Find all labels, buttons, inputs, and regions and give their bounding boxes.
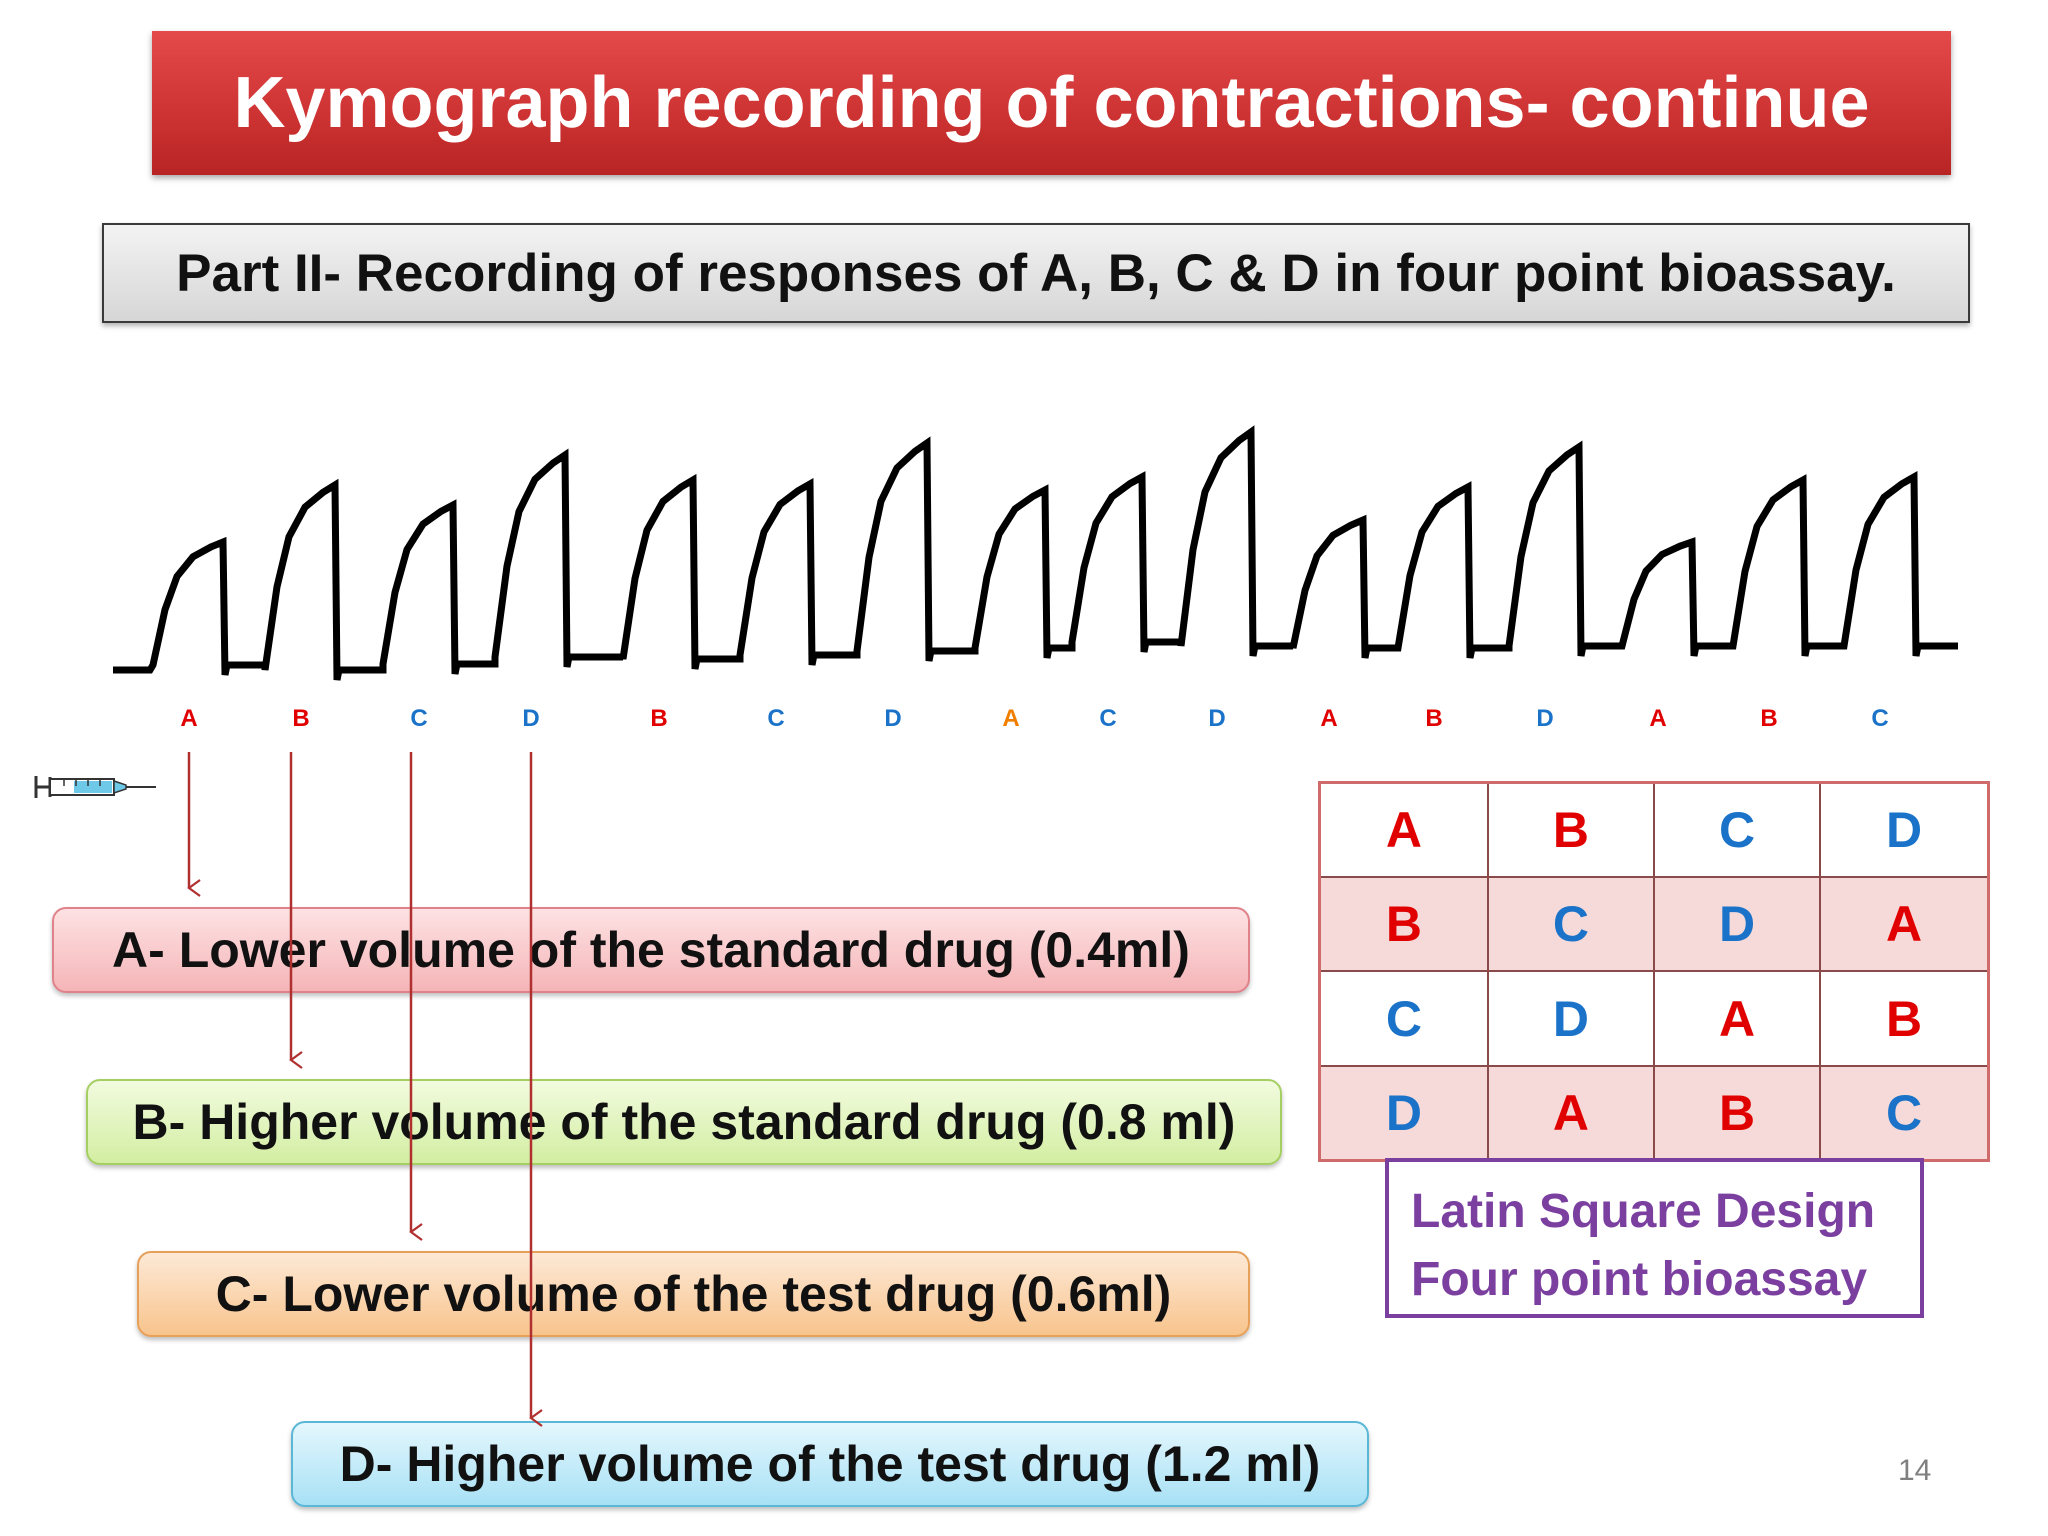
drug-b-box: B- Higher volume of the standard drug (0… bbox=[86, 1079, 1282, 1165]
kymograph-dose-label: D bbox=[1536, 705, 1553, 732]
latin-cell: C bbox=[1318, 970, 1489, 1067]
kymograph-dose-label: B bbox=[1760, 705, 1777, 732]
latin-cell: A bbox=[1819, 876, 1990, 973]
latin-square-legend: Latin Square Design Four point bioassay bbox=[1385, 1158, 1924, 1318]
kymograph-dose-label: B bbox=[650, 705, 667, 732]
kymograph-dose-label: A bbox=[1649, 705, 1666, 732]
kymograph-dose-label: C bbox=[1871, 705, 1888, 732]
latin-cell: C bbox=[1486, 876, 1655, 973]
kymograph-dose-label: D bbox=[522, 705, 539, 732]
syringe-icon bbox=[34, 776, 156, 798]
kymograph-dose-label: A bbox=[1002, 705, 1019, 732]
kymograph-dose-label: C bbox=[767, 705, 784, 732]
latin-cell: B bbox=[1819, 970, 1990, 1067]
kymograph-dose-label: A bbox=[180, 705, 197, 732]
kymograph-dose-label: B bbox=[292, 705, 309, 732]
legend-line1: Latin Square Design bbox=[1411, 1185, 1876, 1238]
kymograph-line bbox=[113, 425, 1958, 681]
latin-cell: A bbox=[1318, 781, 1489, 879]
latin-cell: D bbox=[1318, 1064, 1489, 1162]
slide-title: Kymograph recording of contractions- con… bbox=[152, 31, 1951, 175]
latin-cell: A bbox=[1652, 970, 1822, 1067]
latin-cell: C bbox=[1652, 781, 1822, 879]
kymograph-dose-label: D bbox=[1208, 705, 1225, 732]
latin-cell: D bbox=[1819, 781, 1990, 879]
kymograph-dose-label: A bbox=[1320, 705, 1337, 732]
latin-cell: D bbox=[1486, 970, 1655, 1067]
drug-c-box: C- Lower volume of the test drug (0.6ml) bbox=[137, 1251, 1250, 1337]
latin-cell: B bbox=[1318, 876, 1489, 973]
legend-line2: Four point bioassay bbox=[1411, 1253, 1868, 1306]
latin-cell: B bbox=[1652, 1064, 1822, 1162]
drug-d-box: D- Higher volume of the test drug (1.2 m… bbox=[291, 1421, 1369, 1507]
page-number: 14 bbox=[1898, 1454, 1932, 1487]
kymograph-dose-label: C bbox=[410, 705, 427, 732]
drug-a-box: A- Lower volume of the standard drug (0.… bbox=[52, 907, 1250, 993]
kymograph-dose-label: B bbox=[1425, 705, 1442, 732]
kymograph-dose-label: C bbox=[1099, 705, 1116, 732]
slide-subtitle: Part II- Recording of responses of A, B,… bbox=[102, 223, 1970, 323]
latin-cell: A bbox=[1486, 1064, 1655, 1162]
kymograph-dose-label: D bbox=[884, 705, 901, 732]
latin-cell: B bbox=[1486, 781, 1655, 879]
latin-cell: C bbox=[1819, 1064, 1990, 1162]
latin-cell: D bbox=[1652, 876, 1822, 973]
